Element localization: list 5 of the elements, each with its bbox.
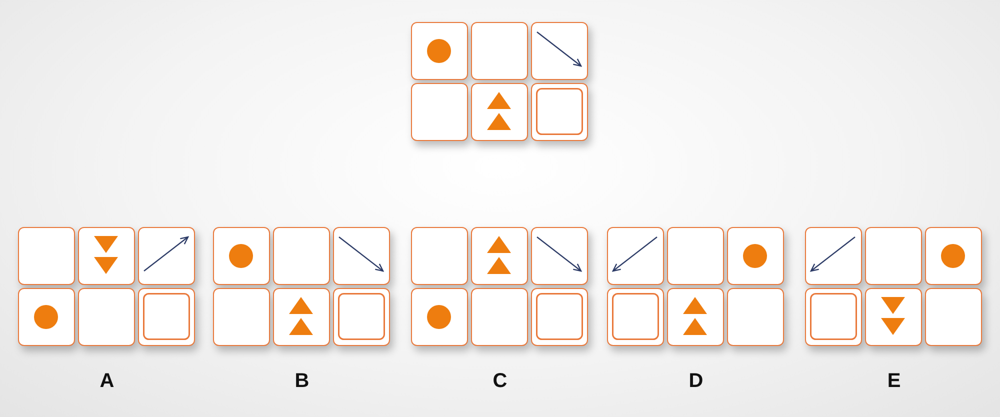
option-letter: A [98, 370, 116, 393]
option-letter: D [688, 370, 704, 393]
option-letter: B [294, 370, 310, 393]
option-letter: E [886, 370, 902, 393]
option-letter: C [492, 370, 508, 393]
